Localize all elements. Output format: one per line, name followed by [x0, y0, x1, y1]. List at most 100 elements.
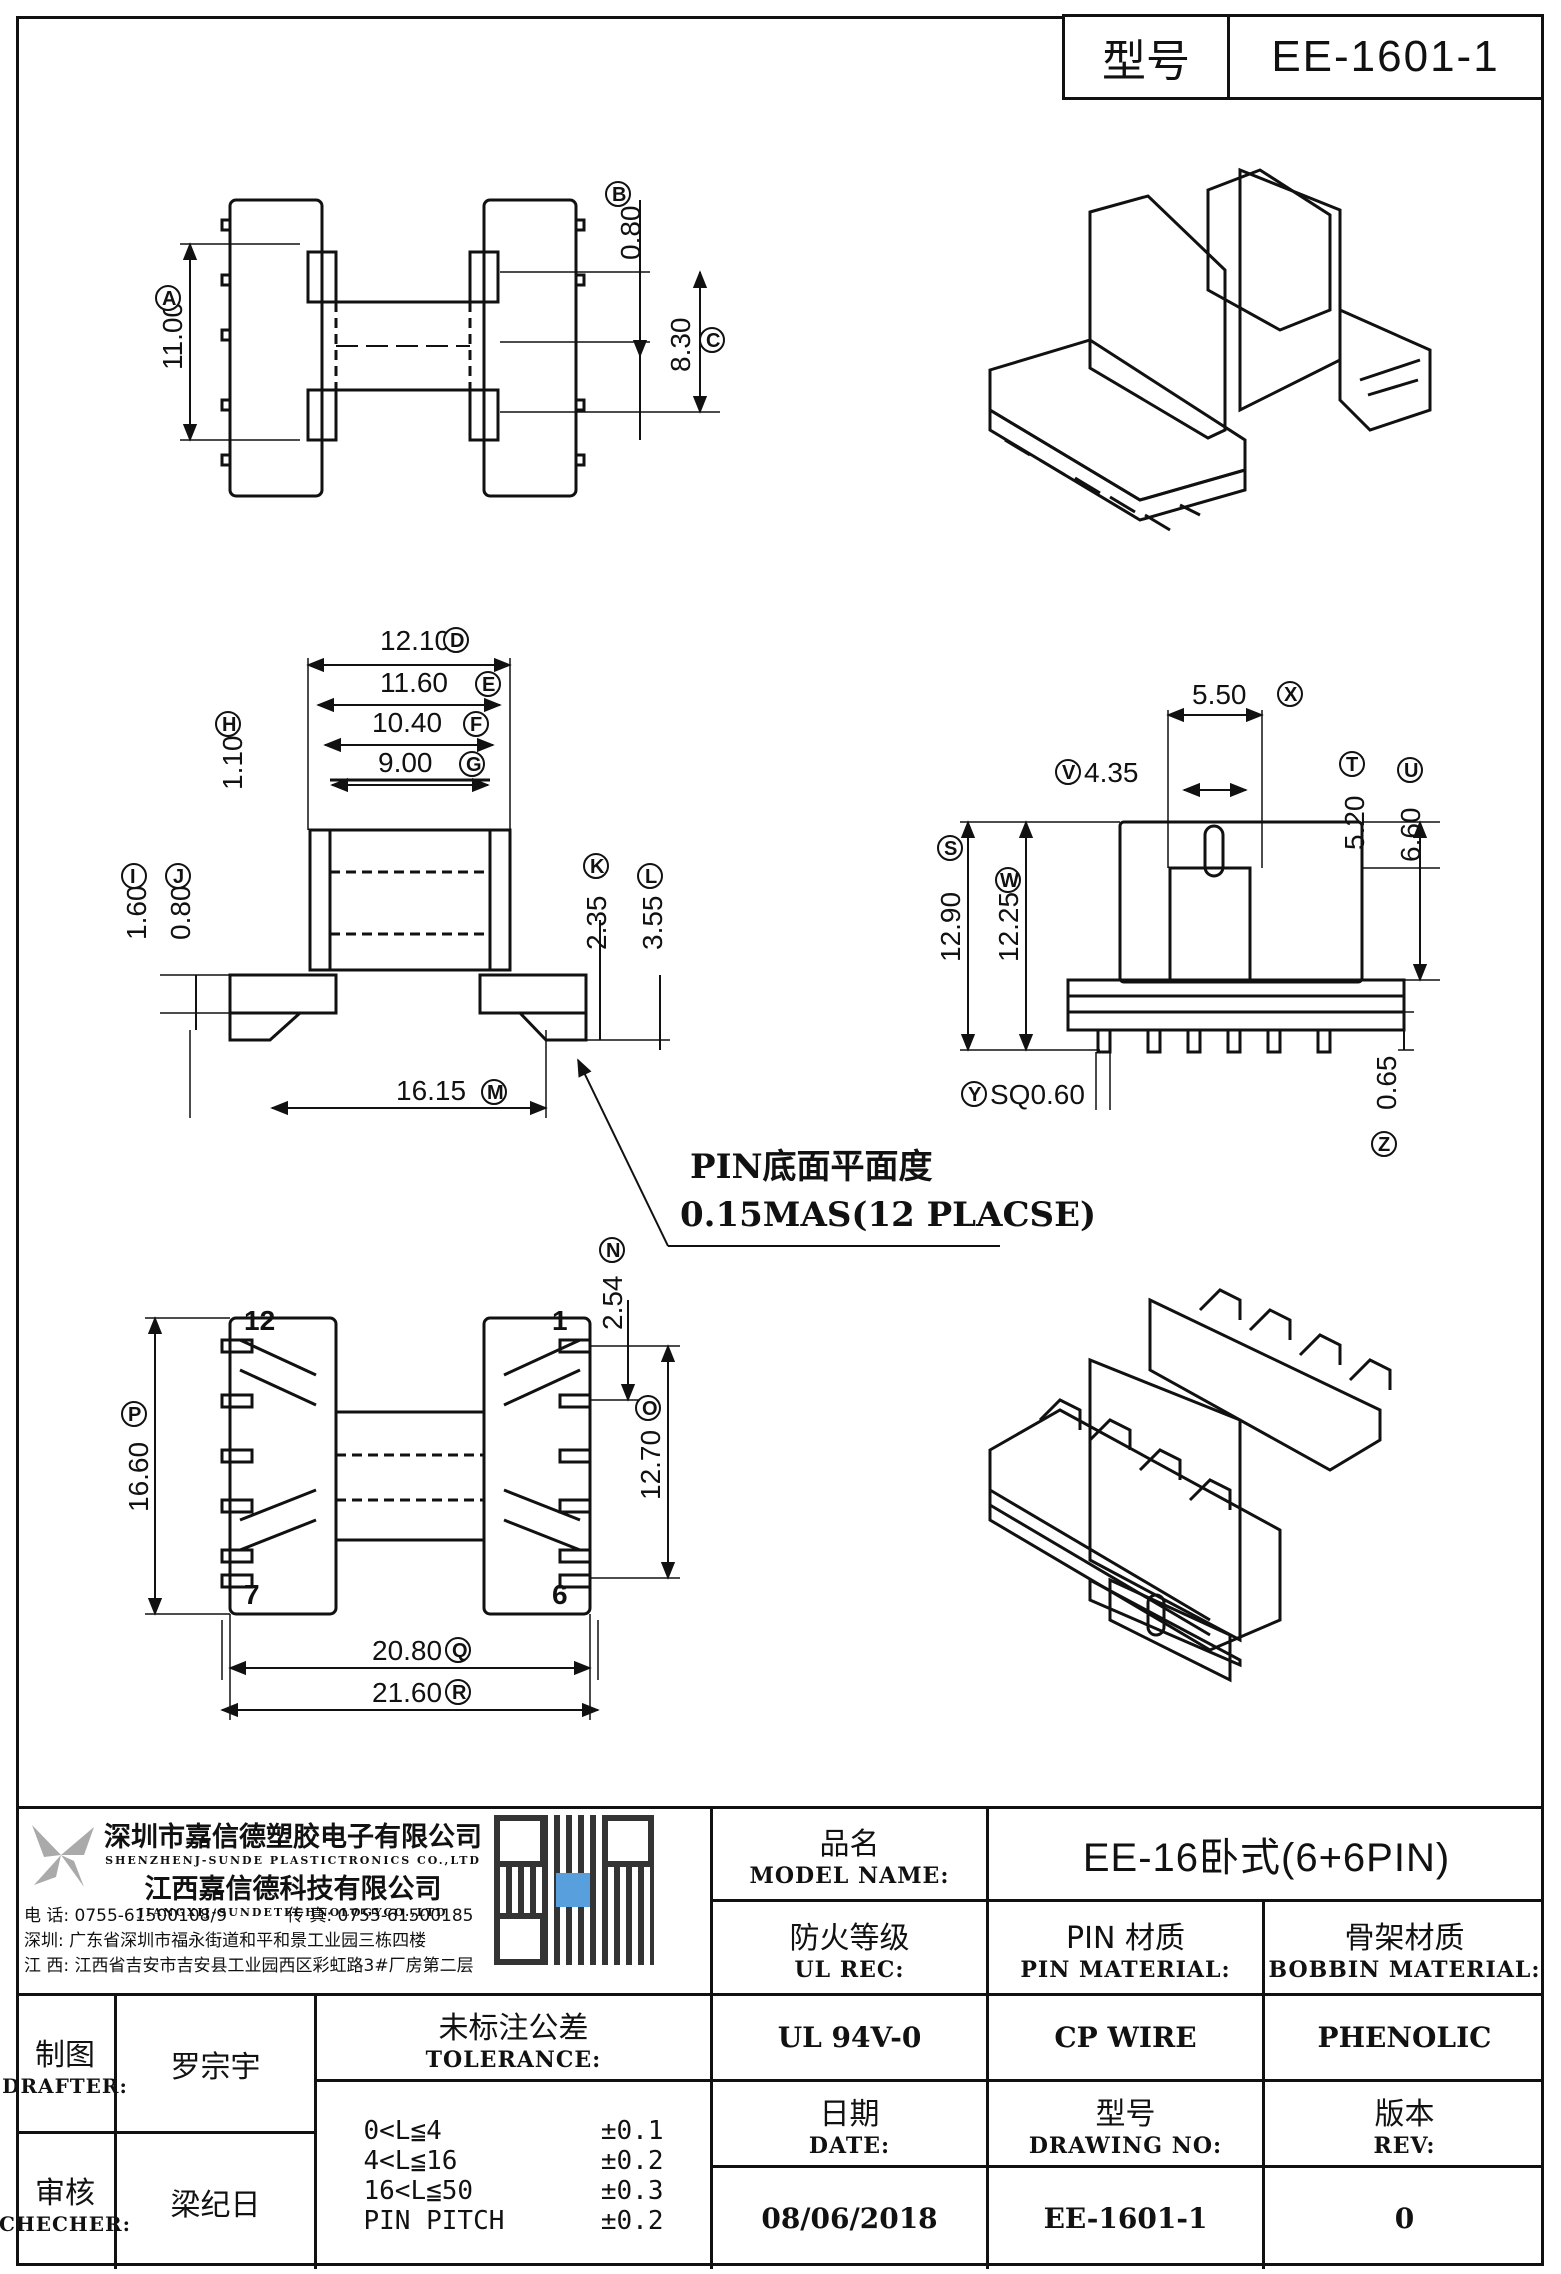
model-name-zh: 品名: [819, 1827, 880, 1862]
circle-c: C: [706, 330, 720, 352]
circle-e: E: [482, 674, 495, 696]
date-zh: 日期: [819, 2096, 880, 2132]
dim-r: 21.60: [372, 1677, 442, 1708]
company-addr-jx: 江 西: 江西省吉安市吉安县工业园西区彩虹路3#厂房第二层: [24, 1956, 474, 1976]
model-name-value: EE-16卧式(6+6PIN): [1082, 1836, 1451, 1880]
bobbin-en: BOBBIN MATERIAL:: [1268, 1956, 1541, 1983]
circle-n: N: [606, 1240, 620, 1262]
tolerance-label: 未标注公差 TOLERANCE:: [317, 1996, 710, 2079]
isometric-view-top: [988, 167, 1432, 532]
rev-en: REV:: [1373, 2132, 1436, 2159]
company-name-jx: 江西嘉信德科技有限公司: [144, 1874, 442, 1905]
model-value: EE-1601-1: [1271, 32, 1500, 81]
dim-j: 0.80: [165, 886, 196, 941]
ul-zh: 防火等级: [789, 1920, 910, 1956]
drawing-no-value-cell: EE-1601-1: [989, 2168, 1262, 2269]
date-value: 08/06/2018: [761, 2202, 938, 2235]
circle-q: Q: [452, 1640, 468, 1662]
circle-k: K: [590, 856, 605, 878]
rev-label: 版本 REV:: [1265, 2082, 1544, 2165]
company-tel: 电 话: 0755-61500108/9: [24, 1906, 228, 1926]
model-name-en: MODEL NAME:: [749, 1863, 950, 1889]
tol-range: 4<L≦16: [363, 2145, 458, 2176]
ul-label: 防火等级 UL REC:: [713, 1902, 986, 1993]
circle-d: D: [450, 630, 464, 652]
ul-value: UL 94V-0: [777, 2021, 922, 2054]
checker-value: 梁纪日: [170, 2187, 261, 2223]
pin-label-1: 1: [552, 1305, 568, 1336]
circle-p: P: [128, 1404, 141, 1426]
drafter-value: 罗宗宇: [170, 2049, 261, 2085]
flatness-note-leader: [577, 1058, 1000, 1247]
company-logo: [24, 1815, 98, 1895]
dim-f: 10.40: [372, 707, 442, 738]
checker-value-cell: 梁纪日: [117, 2134, 314, 2269]
model-name-value-cell: EE-16卧式(6+6PIN): [989, 1809, 1544, 1899]
drafter-value-cell: 罗宗宇: [117, 1996, 314, 2131]
dim-t: 5.20: [1339, 796, 1370, 851]
dim-y: SQ0.60: [990, 1079, 1085, 1110]
circle-l: L: [645, 866, 657, 888]
dim-d: 12.10: [380, 625, 450, 656]
model-number-box: 型号 EE-1601-1: [1062, 14, 1544, 100]
circle-r: R: [452, 1682, 467, 1704]
dim-c: 8.30: [665, 318, 696, 373]
dim-z: 0.65: [1371, 1056, 1402, 1111]
circle-u: U: [1404, 760, 1418, 782]
drawing-no-en: DRAWING NO:: [1028, 2132, 1223, 2159]
isometric-view-bottom: [988, 1288, 1392, 1683]
company-name-sz-en: SHENZHENJ-SUNDE PLASTICTRONICS CO.,LTD: [105, 1854, 481, 1867]
circle-g: G: [466, 754, 482, 776]
dim-e: 11.60: [380, 667, 448, 698]
pin-en: PIN MATERIAL:: [1020, 1956, 1231, 1983]
rev-value-cell: 0: [1265, 2168, 1544, 2269]
circle-z: Z: [1378, 1134, 1390, 1156]
note-line1: PIN底面平面度: [690, 1147, 933, 1187]
drafter-en: DRAFTER:: [2, 2073, 128, 2098]
rev-value: 0: [1394, 2202, 1415, 2235]
tol-value: ±0.3: [600, 2175, 664, 2206]
dim-x: 5.50: [1192, 679, 1247, 710]
circle-j: J: [173, 866, 184, 888]
circle-s: S: [944, 838, 957, 860]
circle-a: A: [162, 288, 176, 310]
qr-code-icon: [494, 1815, 654, 1965]
pin-label-6: 6: [552, 1579, 568, 1610]
bottom-view: [145, 1300, 680, 1720]
circle-f: F: [470, 714, 482, 736]
date-value-cell: 08/06/2018: [713, 2168, 986, 2269]
drafter-zh: 制图: [35, 2037, 95, 2073]
ul-en: UL REC:: [794, 1956, 905, 1983]
checker-en: CHECHER:: [0, 2211, 132, 2236]
pin-zh: PIN 材质: [1066, 1920, 1185, 1956]
circle-y: Y: [968, 1084, 982, 1106]
pin-value-cell: CP WIRE: [989, 1996, 1262, 2079]
drawing-sheet: [16, 16, 1544, 2266]
dim-a: 11.00: [157, 302, 188, 370]
tol-value: ±0.1: [600, 2115, 664, 2146]
pin-label-7: 7: [244, 1579, 260, 1610]
reference-circles: [121, 181, 1423, 1705]
pin-value: CP WIRE: [1054, 2021, 1197, 2054]
dim-q: 20.80: [372, 1635, 442, 1666]
dim-g: 9.00: [378, 747, 433, 778]
dim-v: 4.35: [1084, 757, 1139, 788]
circle-m: M: [487, 1082, 504, 1104]
tolerance-row: PIN PITCH±0.2: [364, 2206, 664, 2236]
circle-t: T: [1346, 754, 1358, 776]
drawing-no-zh: 型号: [1095, 2096, 1156, 2132]
dim-u: 6.60: [1395, 808, 1426, 863]
drawing-no-value: EE-1601-1: [1043, 2202, 1208, 2235]
dim-m: 16.15: [396, 1075, 466, 1106]
bobbin-value-cell: PHENOLIC: [1265, 1996, 1544, 2079]
tol-range: 16<L≦50: [363, 2175, 474, 2206]
bobbin-value: PHENOLIC: [1317, 2021, 1492, 2054]
date-en: DATE:: [808, 2132, 891, 2159]
front-view: [960, 707, 1440, 1110]
company-name-jx-en: JIANGXIJ-SUNDETECHNOLOGYCO.,LTD: [138, 1906, 448, 1919]
checker-label: 审核 CHECHER:: [0, 2134, 130, 2269]
company-name-sz: 深圳市嘉信德塑胶电子有限公司: [104, 1822, 482, 1853]
title-block: 深圳市嘉信德塑胶电子有限公司 SHENZHENJ-SUNDE PLASTICTR…: [0, 1806, 1544, 2269]
tolerance-table: 0<L≦4±0.1 4<L≦16±0.2 16<L≦50±0.3 PIN PIT…: [317, 2082, 710, 2269]
dim-w: 12.25: [993, 892, 1024, 962]
